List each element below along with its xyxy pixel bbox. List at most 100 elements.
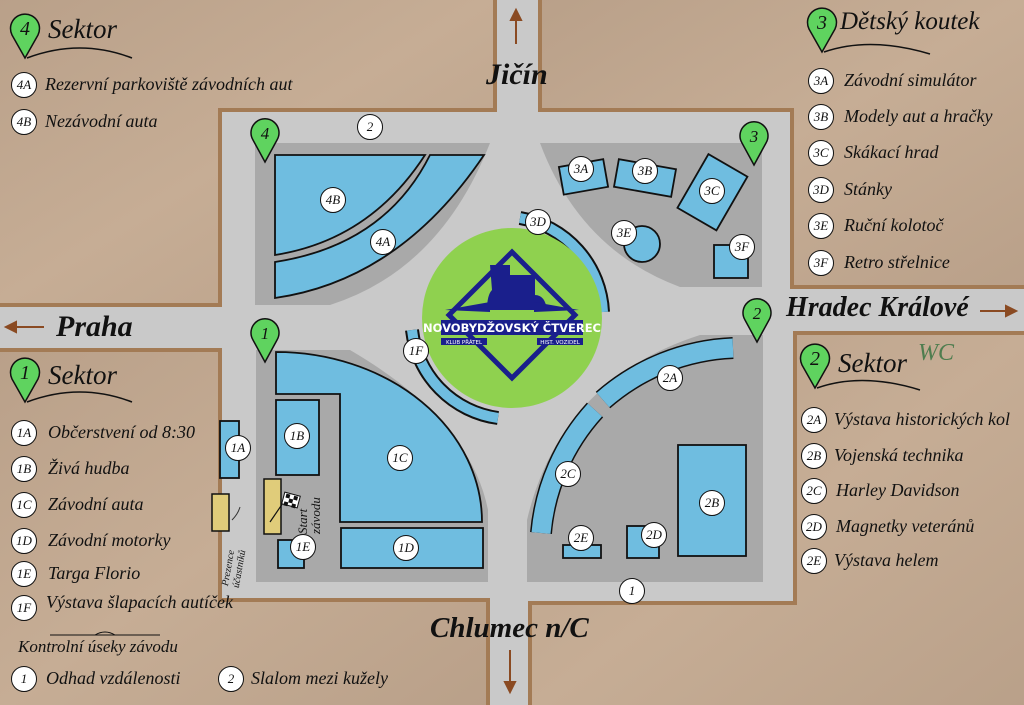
logo-car-icon [487,265,547,310]
map-code-3c[interactable]: 3C [699,178,725,204]
legend-code-2b: 2B [801,443,827,469]
legend-item-2b: Vojenská technika [834,445,964,465]
block-bottom-right [528,331,1024,705]
sector1-title: Sektor [48,360,117,390]
booths [219,152,749,569]
logo-name: NOVOBYDŽOVSKÝ ČTVEREC [423,320,601,335]
legend-item-3f: Retro střelnice [844,252,950,272]
legend-code-1f: 1F [11,595,37,621]
legend-checkpoint-1-label: Odhad vzdálenosti [46,668,181,688]
legend-item-3c: Skákací hrad [844,142,939,162]
legend-pin-4 [9,13,41,60]
legend-pin-2 [799,343,831,390]
logo-wing-left-icon [445,302,490,312]
block-top-right [538,0,1024,289]
map-code-1e[interactable]: 1E [290,534,316,560]
map-pin-1 [250,318,280,364]
logo-diamond [445,248,579,382]
svg-text:3: 3 [816,12,827,34]
ornament-divider [50,631,160,636]
road-west-label: Praha [56,310,133,343]
legend-checkpoint-2-label: Slalom mezi kužely [251,668,388,688]
map-code-1c[interactable]: 1C [387,445,413,471]
map-pin-2 [742,298,772,344]
sector3-title: Dětský koutek [840,8,980,35]
map-code-4b[interactable]: 4B [320,187,346,213]
booth-4a [274,154,486,300]
legend-item-3b: Modely aut a hračky [844,106,993,126]
legend-code-3d: 3D [808,177,834,203]
title-underlines [26,43,931,636]
map-pin-4 [250,118,280,164]
svg-text:4: 4 [261,124,270,143]
svg-text:4: 4 [20,18,30,40]
legend-item-2d: Magnetky veteránů [836,516,975,536]
map-pin-3 [739,121,769,167]
registration-arrow-icon [231,506,241,521]
legend-code-4b: 4B [11,109,37,135]
sector2-title: Sektor [838,348,907,378]
logo-wing-right-icon [534,302,579,312]
legend-code-2a: 2A [801,407,827,433]
map-code-4a[interactable]: 4A [370,229,396,255]
booth-1c [275,351,483,523]
svg-text:3: 3 [749,127,759,146]
logo-right: HIST. VOZIDEL [540,340,581,346]
legend-item-1d: Závodní motorky [48,530,171,550]
map-code-3f[interactable]: 3F [729,234,755,260]
wc-label: WC [918,340,954,366]
legend-pin-1 [9,357,41,404]
direction-arrows [3,7,1019,695]
legend-code-3e: 3E [808,213,834,239]
map-checkpoint-1[interactable]: 1 [619,578,645,604]
legend-item-4a: Rezervní parkoviště závodních aut [45,74,293,94]
legend-code-3c: 3C [808,140,834,166]
legend-code-2e: 2E [801,548,827,574]
svg-text:2: 2 [810,348,820,370]
map-pins [9,7,838,404]
legend-code-2c: 2C [801,478,827,504]
legend-checkpoint-1: 1 [11,666,37,692]
legend-item-3a: Závodní simulátor [844,70,977,90]
map-code-2a[interactable]: 2A [657,365,683,391]
legend-item-1e: Targa Florio [48,563,141,583]
map-code-1d[interactable]: 1D [393,535,419,561]
svg-text:2: 2 [753,304,762,323]
map-code-1b[interactable]: 1B [284,423,310,449]
legend-item-1c: Závodní auta [48,494,144,514]
legend-item-3e: Ruční kolotoč [844,215,944,235]
map-code-3a[interactable]: 3A [568,156,594,182]
legend-item-2c: Harley Davidson [836,480,960,500]
booth-2a [596,338,734,408]
road-east-label: Hradec Králové [786,292,969,323]
svg-text:1: 1 [261,324,270,343]
map-code-2b[interactable]: 2B [699,490,725,516]
map-code-2d[interactable]: 2D [641,522,667,548]
map-code-2c[interactable]: 2C [555,461,581,487]
registration-tent [211,493,230,532]
legend-item-4b: Nezávodní auta [45,111,158,131]
sector4-title: Sektor [48,14,117,44]
map-code-1a[interactable]: 1A [225,435,251,461]
legend-item-1f: Výstava šlapacích autíček [46,592,233,612]
road-north-label: Jičín [486,58,548,91]
arrow-south-icon [503,650,517,695]
map-code-3e[interactable]: 3E [611,220,637,246]
logo-left: KLUB PŘÁTEL [446,338,483,346]
map-code-1f[interactable]: 1F [403,338,429,364]
map-code-3d[interactable]: 3D [525,209,551,235]
map-code-3b[interactable]: 3B [632,158,658,184]
legend-code-4a: 4A [11,72,37,98]
map-code-2e[interactable]: 2E [568,525,594,551]
checkpoints-title: Kontrolní úseky závodu [18,637,178,656]
road-south-label: Chlumec n/C [430,612,589,644]
legend-code-3f: 3F [808,250,834,276]
arrow-north-icon [509,7,523,44]
checkered-flag-icon [269,491,301,523]
legend-item-1b: Živá hudba [48,458,130,478]
map-checkpoint-2[interactable]: 2 [357,114,383,140]
legend-pin-3 [806,7,838,54]
legend-code-1c: 1C [11,492,37,518]
arrow-east-icon [980,304,1019,318]
